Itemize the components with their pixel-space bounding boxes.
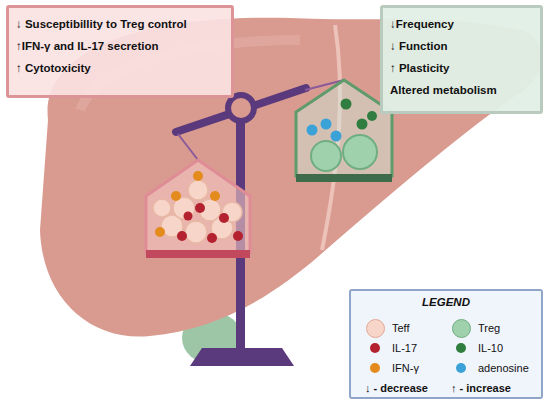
legend-text: ↓ - decrease: [365, 381, 428, 395]
legend-item: ↑ - increase: [451, 378, 511, 398]
balance-base: [190, 348, 294, 366]
legend-box: LEGEND Teff TregIL-17 IL-10IFN-γ adenosine ↓ …: [349, 289, 543, 399]
ifn-gamma-dots: [155, 171, 220, 237]
box-text: ↓Frequency: [390, 17, 533, 32]
legend-text: IFN-γ: [392, 361, 419, 375]
teff-pan-base: [146, 250, 250, 258]
legend-text: Teff: [392, 321, 410, 335]
adenosine-dots: [307, 119, 342, 142]
balance-pivot: [228, 95, 254, 121]
legend-swatch: [370, 343, 380, 353]
box-text: ↓ Susceptibillity to Treg control: [16, 17, 224, 32]
box-text: ↑ Cytotoxicity: [16, 61, 224, 76]
legend-title: LEGEND: [351, 296, 541, 308]
il10-dots: [341, 99, 378, 130]
legend-item: ↓ - decrease: [365, 378, 428, 398]
legend-item: Teff: [365, 318, 410, 338]
legend-text: adenosine: [478, 361, 529, 375]
il17-dots: [177, 203, 243, 243]
legend-item: Treg: [451, 318, 500, 338]
legend-item: IFN-γ: [365, 358, 419, 378]
legend-text: Treg: [478, 321, 500, 335]
legend-swatch: [366, 319, 385, 338]
treg-pan-base: [296, 174, 392, 182]
legend-text: IL-10: [478, 341, 503, 355]
box-text: ↑ Plasticity: [390, 61, 533, 76]
text-box: ↓ Susceptibillity to Treg control ↑IFN-γ …: [6, 5, 234, 98]
box-text: ↓ Function: [390, 39, 533, 54]
text-box: ↓Frequency ↓ Function ↑ PlasticityAltered …: [380, 5, 543, 114]
legend-item: IL-17: [365, 338, 417, 358]
legend-text: IL-17: [392, 341, 417, 355]
legend-swatch: [456, 363, 466, 373]
teff-cells: [153, 180, 242, 243]
legend-item: adenosine: [451, 358, 529, 378]
box-text: Altered metabolism: [390, 83, 533, 98]
treg-cells: [311, 135, 377, 171]
legend-text: ↑ - increase: [451, 381, 511, 395]
legend-swatch: [456, 343, 466, 353]
treg-pan: [296, 80, 392, 176]
box-text: ↑IFN-γ and IL-17 secretion: [16, 39, 224, 54]
teff-pan: [146, 160, 250, 252]
legend-item: IL-10: [451, 338, 503, 358]
legend-swatch: [370, 363, 380, 373]
pan-string: [178, 134, 198, 160]
legend-swatch: [452, 319, 471, 338]
